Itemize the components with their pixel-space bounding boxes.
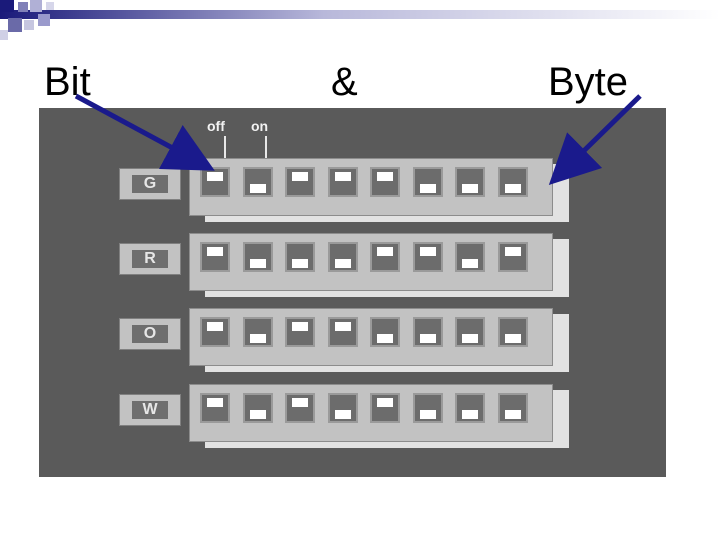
bit-arrow bbox=[76, 96, 206, 166]
byte-arrow bbox=[556, 96, 640, 178]
